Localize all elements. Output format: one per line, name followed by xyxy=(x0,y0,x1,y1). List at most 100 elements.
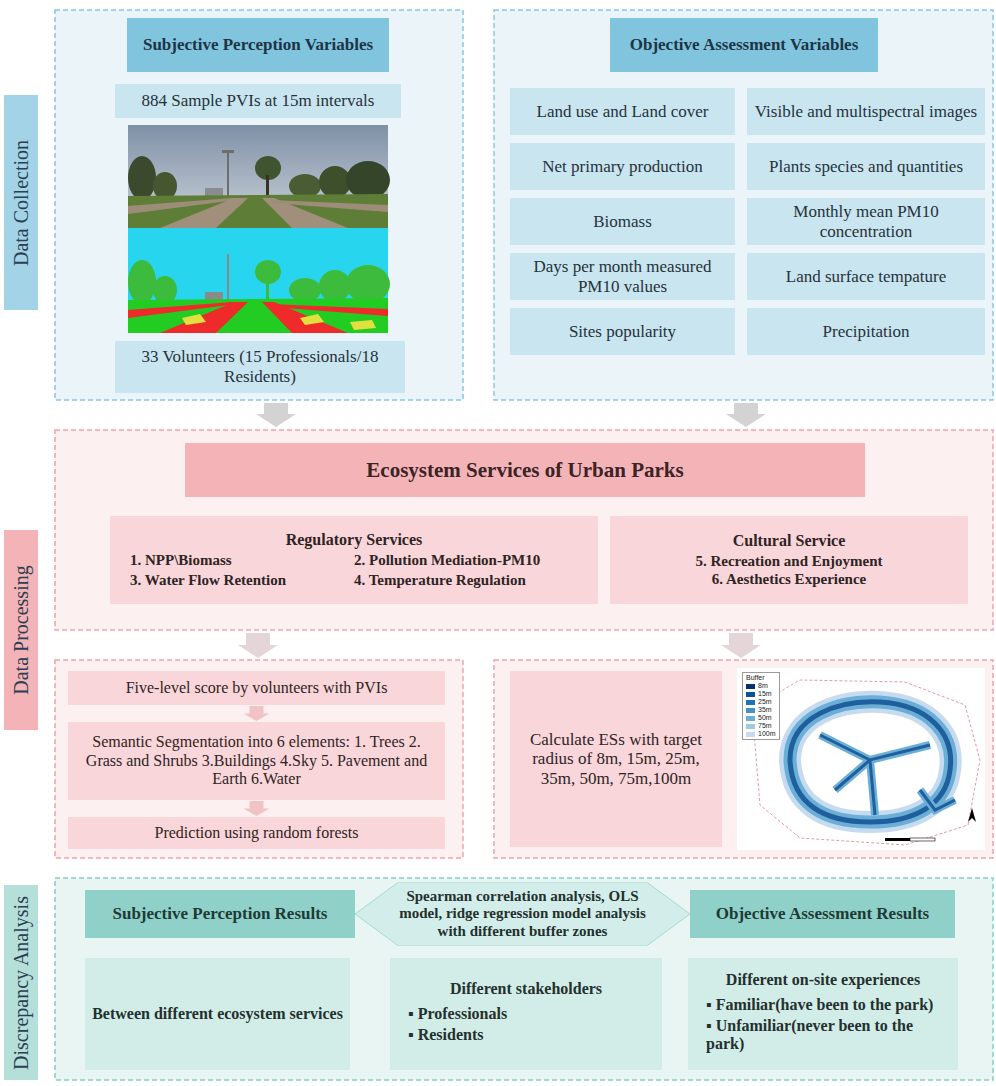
node-item: ▪ Unfamiliar(never been to the park) xyxy=(698,1017,948,1054)
node-text: Days per month measured PM10 values xyxy=(516,257,729,296)
process-box: Calculate ESs with target radius of 8m, … xyxy=(510,671,722,847)
node-text: Prediction using random forests xyxy=(155,824,359,842)
node-text: Plants species and quantities xyxy=(769,157,963,177)
section-band: Discrepancy Analysis xyxy=(4,885,38,1080)
legend-text: 25m xyxy=(758,698,772,706)
node-text: Cultural Service xyxy=(733,532,846,550)
node-text: Objective Assessment Variables xyxy=(630,35,859,55)
legend-row: 35m xyxy=(746,706,776,714)
variable-box: Sites popularity xyxy=(510,308,735,355)
double-arrow-box: Spearman correlation analysis, OLS model… xyxy=(355,882,690,946)
legend-swatch xyxy=(746,708,755,713)
process-box: Semantic Segmentation into 6 elements: 1… xyxy=(68,722,445,800)
node-item: 1. NPP\Biomass xyxy=(130,552,232,569)
legend-swatch xyxy=(746,724,755,729)
variable-box: Precipitation xyxy=(747,308,985,355)
legend-text: 15m xyxy=(758,690,772,698)
info-box: 33 Volunteers (15 Professionals/18 Resid… xyxy=(115,341,405,393)
node-text: Objective Assessment Results xyxy=(716,904,929,924)
service-box: Cultural Service 5. Recreation and Enjoym… xyxy=(610,516,968,604)
panel xyxy=(55,430,993,630)
node-text: Land use and Land cover xyxy=(537,102,709,122)
service-box: Regulatory Services 1. NPP\Biomass 2. Poll… xyxy=(110,516,598,604)
node-text: Different stakeholders xyxy=(400,980,652,998)
buffer-map xyxy=(737,668,985,850)
header-box: Subjective Perception Variables xyxy=(127,18,389,72)
node-text: Sites popularity xyxy=(569,322,676,342)
flow-arrow xyxy=(726,403,766,427)
variable-box: Land surface tempature xyxy=(747,253,985,300)
map-legend: Buffer8m15m25m35m50m75m100m xyxy=(742,672,780,740)
legend-text: 75m xyxy=(758,722,772,730)
panel xyxy=(494,10,993,400)
panorama-photo xyxy=(128,125,390,228)
process-box: Five-level score by volunteers with PVIs xyxy=(68,671,445,705)
legend-row: 15m xyxy=(746,690,776,698)
node-text: Land surface tempature xyxy=(786,267,946,287)
node-text: Spearman correlation analysis, OLS model… xyxy=(397,888,648,940)
legend-text: 8m xyxy=(758,682,768,690)
node-text: Regulatory Services xyxy=(286,531,423,549)
panel xyxy=(55,660,463,858)
info-box: 884 Sample PVIs at 15m intervals xyxy=(115,84,401,118)
node-text: Semantic Segmentation into 6 elements: 1… xyxy=(74,733,439,788)
node-text: 33 Volunteers (15 Professionals/18 Resid… xyxy=(121,347,399,386)
legend-swatch xyxy=(746,692,755,697)
node-text: Calculate ESs with target radius of 8m, … xyxy=(522,730,710,789)
panel xyxy=(55,10,463,400)
section-band: Data Collection xyxy=(4,95,38,310)
result-box: Different stakeholders ▪ Professionals ▪ R… xyxy=(390,958,662,1070)
node-text: Discrepancy Analysis xyxy=(10,896,33,1070)
variable-box: Biomass xyxy=(510,198,735,245)
node-text: Precipitation xyxy=(823,322,910,342)
process-box: Prediction using random forests xyxy=(68,817,445,849)
legend-swatch xyxy=(746,716,755,721)
node-item: ▪ Familiar(have been to the park) xyxy=(698,996,948,1014)
node-text: Visible and multispectral images xyxy=(755,102,977,122)
segmentation-image xyxy=(128,228,390,333)
node-item: 4. Temperature Regulation xyxy=(354,572,526,589)
section-band: Data Processing xyxy=(4,530,38,730)
node-text: Ecosystem Services of Urban Parks xyxy=(366,458,683,482)
flow-arrow xyxy=(721,633,761,658)
legend-text: 100m xyxy=(758,730,776,738)
variable-box: Net primary production xyxy=(510,143,735,190)
flow-arrow xyxy=(238,633,278,658)
header-box: Objective Assessment Variables xyxy=(610,18,878,72)
flow-arrow xyxy=(244,706,270,721)
node-item: 2. Pollution Mediation-PM10 xyxy=(354,552,540,569)
node-item: 5. Recreation and Enjoyment xyxy=(695,553,882,570)
node-text: 884 Sample PVIs at 15m intervals xyxy=(142,91,375,111)
variable-box: Days per month measured PM10 values xyxy=(510,253,735,300)
legend-row: 25m xyxy=(746,698,776,706)
flow-arrow xyxy=(244,801,270,816)
legend-row: 100m xyxy=(746,730,776,738)
variable-box: Land use and Land cover xyxy=(510,88,735,135)
legend-swatch xyxy=(746,732,755,737)
header-box: Objective Assessment Results xyxy=(690,890,955,938)
legend-swatch xyxy=(746,700,755,705)
node-item: ▪ Professionals xyxy=(400,1005,652,1023)
legend-title: Buffer xyxy=(746,674,776,682)
header-box: Ecosystem Services of Urban Parks xyxy=(185,443,865,497)
node-text: Between different ecosystem services xyxy=(92,1005,343,1023)
result-box: Different on-site experiences▪ Familiar(… xyxy=(688,958,958,1070)
legend-row: 50m xyxy=(746,714,776,722)
legend-text: 35m xyxy=(758,706,772,714)
node-text: Subjective Perception Variables xyxy=(143,35,373,55)
node-text: Monthly mean PM10 concentration xyxy=(753,202,979,241)
node-text: Data Collection xyxy=(10,139,33,265)
legend-text: 50m xyxy=(758,714,772,722)
node-item: 3. Water Flow Retention xyxy=(130,572,286,589)
node-text: Five-level score by volunteers with PVIs xyxy=(126,679,388,697)
flow-arrow xyxy=(256,403,296,427)
result-box: Between different ecosystem services xyxy=(85,958,350,1070)
legend-swatch xyxy=(746,684,755,689)
panel xyxy=(494,660,993,858)
node-text: Subjective Perception Results xyxy=(113,904,328,924)
node-text: Biomass xyxy=(593,212,652,232)
node-text: Data Processing xyxy=(10,565,33,694)
node-item: ▪ Residents xyxy=(400,1026,652,1044)
panel xyxy=(55,878,993,1080)
